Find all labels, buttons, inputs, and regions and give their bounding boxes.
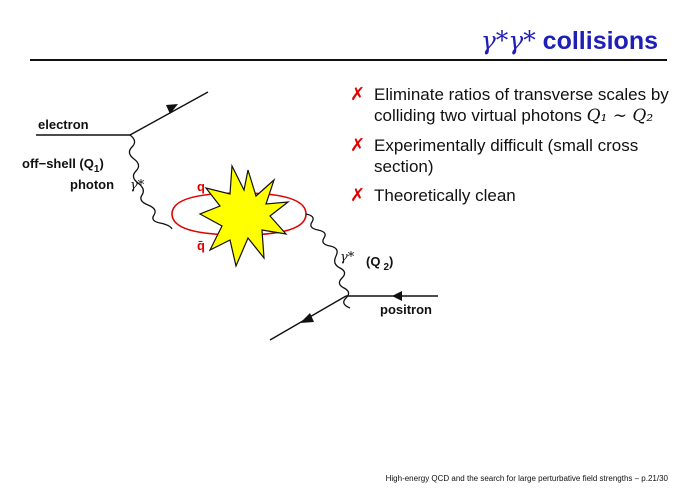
bullet-math: Q₁ ∼ Q₂ (586, 106, 654, 126)
electron-outgoing-line (129, 91, 209, 136)
bullet-item: ✗ Eliminate ratios of transverse scales … (350, 84, 670, 127)
label-offshell-main: off−shell (Q (22, 156, 94, 171)
bullet-item: ✗ Theoretically clean (350, 185, 670, 206)
cross-mark-icon: ✗ (350, 185, 366, 205)
bullet-text: Theoretically clean (374, 186, 516, 205)
cross-mark-icon: ✗ (350, 84, 366, 104)
bullet-list: ✗ Eliminate ratios of transverse scales … (350, 84, 670, 214)
bullet-text: Experimentally difficult (small cross se… (374, 136, 639, 176)
positron-arrow-icon-1 (392, 291, 402, 301)
label-positron: positron (380, 302, 432, 317)
cross-mark-icon: ✗ (350, 135, 366, 155)
label-q2-open: (Q (366, 254, 380, 269)
label-offshell-sub: 1 (94, 164, 100, 175)
interaction-blob (198, 163, 290, 268)
label-q2-sub: 2 (383, 262, 389, 273)
upper-photon-wavy-line (128, 134, 173, 230)
bullet-item: ✗ Experimentally difficult (small cross … (350, 135, 670, 177)
label-antiquark: q̄ (197, 238, 205, 253)
label-quark: q (197, 179, 205, 194)
slide-footer: High-energy QCD and the search for large… (385, 474, 668, 483)
label-offshell-close: ) (99, 156, 103, 171)
title-rule (30, 59, 667, 61)
electron-arrow-icon (166, 104, 178, 114)
bullet-text: Eliminate ratios of transverse scales by… (374, 85, 669, 125)
label-q2-close: ) (389, 254, 393, 269)
label-gamma-star-upper: γ* (130, 178, 145, 193)
lower-photon-wavy-line (305, 213, 351, 309)
label-photon: photon (70, 177, 114, 192)
title-text: collisions (535, 27, 658, 55)
positron-arrow-icon-2 (300, 313, 314, 323)
label-electron: electron (38, 117, 89, 132)
slide-title: γ*γ* collisions (481, 26, 658, 56)
label-offshell: off−shell (Q1) (22, 156, 104, 175)
title-gamma-symbols: γ*γ* (480, 26, 536, 55)
label-gamma-star-lower: γ* (340, 250, 355, 265)
